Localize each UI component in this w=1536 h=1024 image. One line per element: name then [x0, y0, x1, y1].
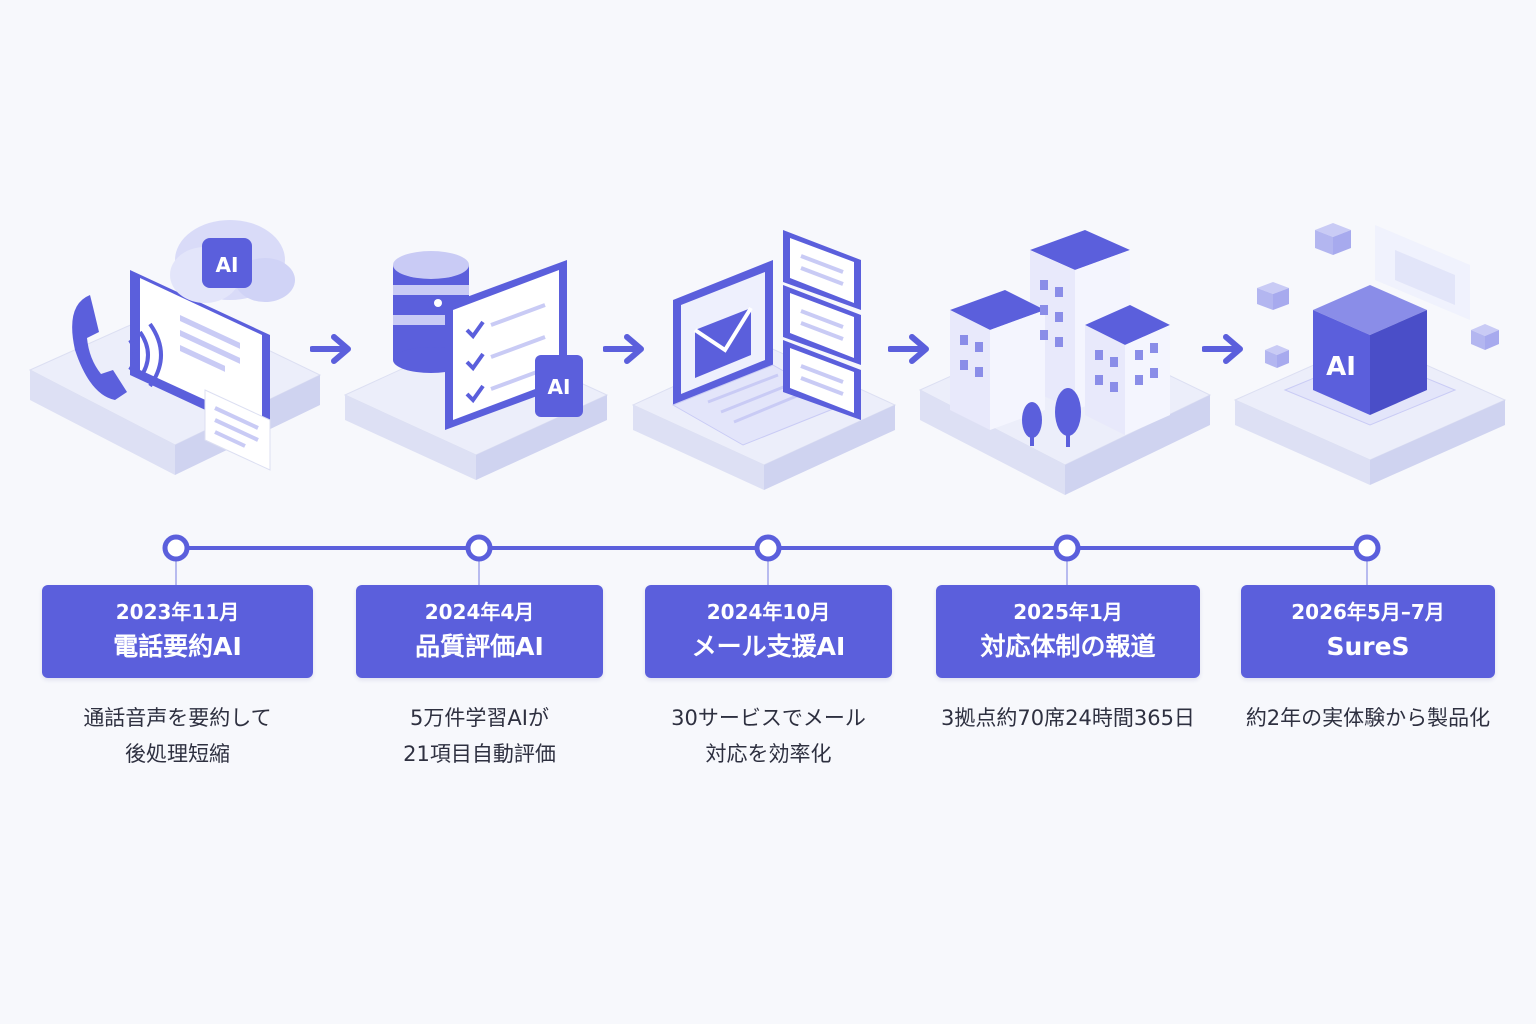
description-line: 約2年の実体験から製品化 [1245, 706, 1491, 730]
milestone-title: 品質評価AI [415, 632, 544, 661]
description-line: 5万件学習AIが [410, 706, 549, 730]
envelope-icon [693, 306, 753, 378]
milestone-title: 電話要約AI [113, 632, 242, 661]
description-line: 21項目自動評価 [403, 742, 556, 766]
milestone-description-4: 3拠点約70席24時間365日 [910, 700, 1226, 736]
office-buildings-icon [918, 230, 1212, 495]
milestone-title: SureS [1326, 632, 1410, 661]
arrow-icon-2 [602, 332, 647, 366]
milestone-date: 2024年4月 [424, 600, 535, 624]
timeline-node [162, 534, 190, 562]
quality-evaluation-icon: AI [343, 251, 609, 480]
illustration-ai-cube: AI [1233, 190, 1507, 520]
timeline-node [1353, 534, 1381, 562]
arrow-icon-1 [309, 332, 354, 366]
milestone-card-4: 2025年1月 対応体制の報道 [936, 585, 1200, 678]
milestone-date: 2025年1月 [1013, 600, 1123, 624]
milestone-card-3: 2024年10月 メール支援AI [645, 585, 892, 678]
illustration-label-1: AI [216, 253, 239, 277]
timeline [0, 530, 1536, 590]
milestone-description-5: 約2年の実体験から製品化 [1226, 700, 1510, 736]
milestone-card-1: 2023年11月 電話要約AI [42, 585, 313, 678]
email-support-icon [631, 230, 897, 490]
milestone-card-2: 2024年4月 品質評価AI [356, 585, 603, 678]
milestone-title: 対応体制の報道 [980, 632, 1156, 661]
description-line: 対応を効率化 [705, 742, 832, 766]
arrow-icon-4 [1201, 332, 1246, 366]
timeline-node [465, 534, 493, 562]
message-bubbles [783, 230, 861, 420]
illustration-email-support [631, 190, 897, 520]
illustration-label-2: AI [548, 375, 571, 399]
milestone-date: 2023年11月 [115, 600, 240, 624]
illustration-office-buildings [918, 190, 1212, 520]
milestone-date: 2026年5月–7月 [1291, 600, 1445, 624]
timeline-node [1053, 534, 1081, 562]
milestone-description-3: 30サービスでメール 対応を効率化 [645, 700, 892, 772]
description-line: 通話音声を要約して [83, 706, 272, 730]
description-line: 3拠点約70席24時間365日 [941, 706, 1195, 730]
milestone-description-2: 5万件学習AIが 21項目自動評価 [356, 700, 603, 772]
milestone-description-1: 通話音声を要約して 後処理短縮 [42, 700, 313, 772]
milestone-date: 2024年10月 [706, 600, 831, 624]
cube-icon: AI [1313, 285, 1427, 415]
arrow-icon-3 [887, 332, 932, 366]
illustration-quality-evaluation: AI [343, 190, 609, 520]
tree-icon [1022, 388, 1081, 447]
milestone-card-5: 2026年5月–7月 SureS [1241, 585, 1495, 678]
description-line: 30サービスでメール [671, 706, 866, 730]
description-line: 後処理短縮 [125, 742, 230, 766]
illustration-phone-summary: AI [28, 190, 322, 520]
illustration-label-5: AI [1326, 352, 1356, 382]
milestone-title: メール支援AI [691, 632, 846, 661]
phone-summary-icon: AI [28, 220, 322, 475]
ai-cube-icon: AI [1233, 223, 1507, 485]
timeline-node [754, 534, 782, 562]
